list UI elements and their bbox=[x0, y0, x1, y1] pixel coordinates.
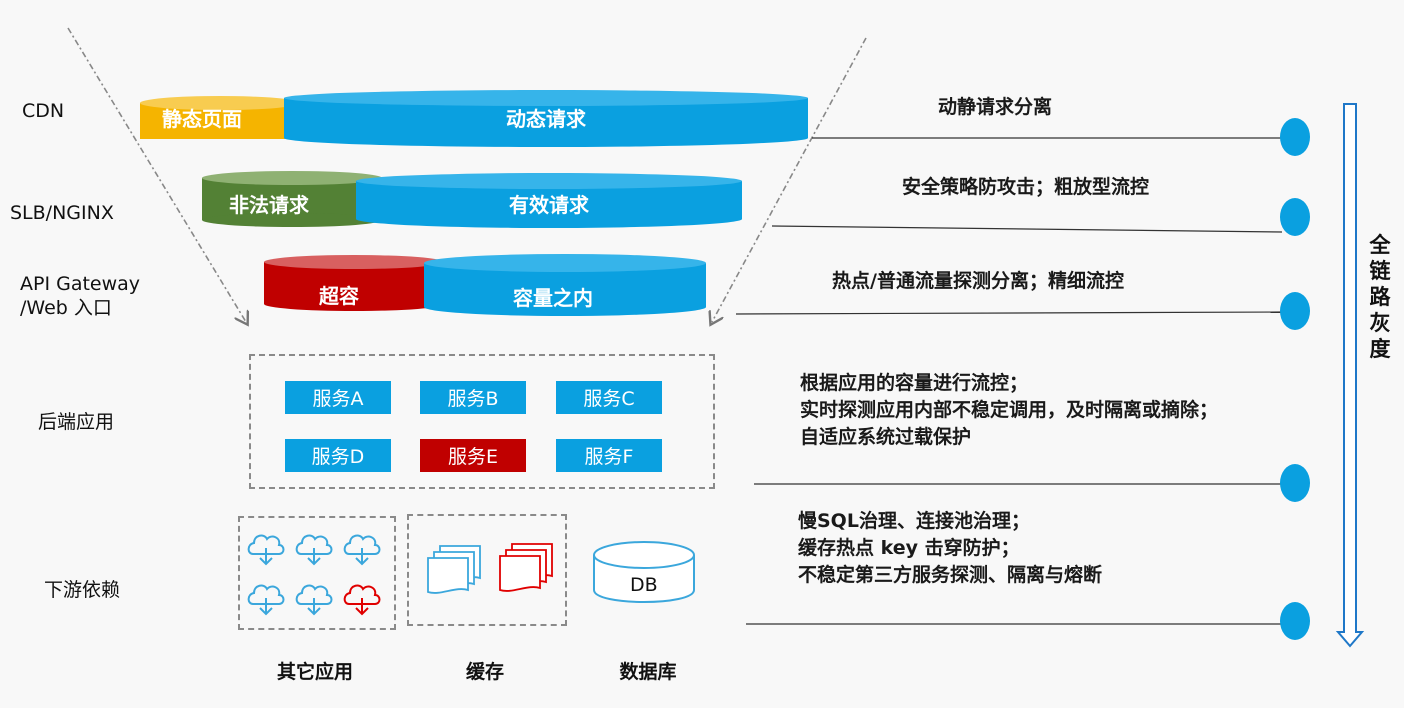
vertical-char: 灰 bbox=[1369, 311, 1391, 335]
vertical-char: 路 bbox=[1369, 285, 1391, 309]
cylinder-label-static: 静态页面 bbox=[162, 107, 242, 131]
service-e: 服务E bbox=[420, 439, 526, 472]
strategy-4-line-1: 根据应用的容量进行流控； bbox=[800, 372, 1029, 394]
layer-label-cdn: CDN bbox=[22, 100, 65, 122]
cache-icon-blue bbox=[427, 545, 481, 594]
service-b: 服务B bbox=[420, 381, 526, 414]
layer-label-slb: SLB/NGINX bbox=[10, 202, 114, 224]
cylinder-within bbox=[424, 254, 706, 316]
strategy-5-line-1: 慢SQL治理、连接池治理； bbox=[798, 510, 1030, 532]
cloud-download-icon bbox=[247, 584, 285, 616]
layer-label-api-2: /Web 入口 bbox=[20, 297, 112, 319]
cylinder-static bbox=[140, 96, 300, 139]
database-icon bbox=[593, 541, 695, 603]
cache-icon-red bbox=[499, 543, 553, 592]
vertical-char: 链 bbox=[1369, 259, 1391, 283]
vertical-char: 度 bbox=[1369, 337, 1391, 361]
backend-services-box bbox=[249, 354, 715, 489]
cylinder-label-over: 超容 bbox=[319, 284, 359, 308]
other-apps-box bbox=[238, 516, 396, 630]
vertical-arrow bbox=[1335, 103, 1365, 648]
caption-database: 数据库 bbox=[619, 661, 677, 683]
cylinder-dynamic bbox=[284, 90, 808, 147]
funnel-right-line bbox=[712, 37, 867, 322]
cloud-icons bbox=[247, 534, 381, 616]
caption-other-apps: 其它应用 bbox=[276, 661, 353, 683]
caption-cache: 缓存 bbox=[465, 661, 504, 683]
cylinder-label-illegal: 非法请求 bbox=[229, 193, 309, 217]
strategy-5-line-2: 缓存热点 key 击穿防护； bbox=[798, 537, 1020, 559]
connector-line-2 bbox=[771, 225, 1283, 233]
cylinder-over bbox=[264, 255, 444, 311]
connector-dot-3 bbox=[1280, 292, 1310, 330]
full-link-grayscale-label: 全 链 路 灰 度 bbox=[1368, 232, 1392, 362]
connector-line-3 bbox=[735, 311, 1283, 315]
connector-dot-4 bbox=[1280, 464, 1310, 502]
strategy-2: 安全策略防攻击；粗放型流控 bbox=[902, 176, 1150, 198]
strategy-5: 慢SQL治理、连接池治理； 缓存热点 key 击穿防护； 不稳定第三方服务探测、… bbox=[798, 508, 1102, 589]
db-label: DB bbox=[630, 574, 658, 596]
vertical-char: 全 bbox=[1369, 233, 1391, 257]
cylinder-label-valid: 有效请求 bbox=[509, 193, 589, 217]
cylinder-illegal bbox=[202, 171, 382, 227]
cylinder-valid bbox=[356, 173, 742, 228]
layer-label-downstream: 下游依赖 bbox=[44, 579, 121, 601]
strategy-4-line-3: 自适应系统过载保护 bbox=[800, 426, 972, 448]
strategy-4-line-2: 实时探测应用内部不稳定调用，及时隔离或摘除； bbox=[800, 399, 1219, 421]
cloud-download-icon bbox=[295, 584, 333, 616]
connector-dot-5 bbox=[1280, 602, 1310, 640]
layer-label-backend: 后端应用 bbox=[38, 411, 115, 433]
cloud-download-icon bbox=[295, 534, 333, 566]
service-a: 服务A bbox=[285, 381, 391, 414]
service-c: 服务C bbox=[556, 381, 662, 414]
service-d: 服务D bbox=[285, 439, 391, 472]
cylinder-label-within: 容量之内 bbox=[513, 286, 593, 310]
connector-dot-2 bbox=[1280, 198, 1310, 236]
layer-label-api-1: API Gateway bbox=[20, 273, 141, 295]
cache-box bbox=[407, 514, 567, 626]
cloud-download-icon bbox=[247, 534, 285, 566]
cloud-download-icon-failing bbox=[343, 584, 381, 616]
service-f: 服务F bbox=[556, 439, 662, 472]
strategy-1: 动静请求分离 bbox=[938, 96, 1053, 118]
strategy-5-line-3: 不稳定第三方服务探测、隔离与熔断 bbox=[798, 564, 1103, 586]
cylinder-label-dynamic: 动态请求 bbox=[506, 107, 586, 131]
strategy-4: 根据应用的容量进行流控； 实时探测应用内部不稳定调用，及时隔离或摘除； 自适应系… bbox=[800, 370, 1218, 451]
connector-dot-1 bbox=[1280, 118, 1310, 156]
strategy-3: 热点/普通流量探测分离；精细流控 bbox=[832, 270, 1124, 292]
cloud-download-icon bbox=[343, 534, 381, 566]
funnel-left-line bbox=[67, 27, 246, 322]
